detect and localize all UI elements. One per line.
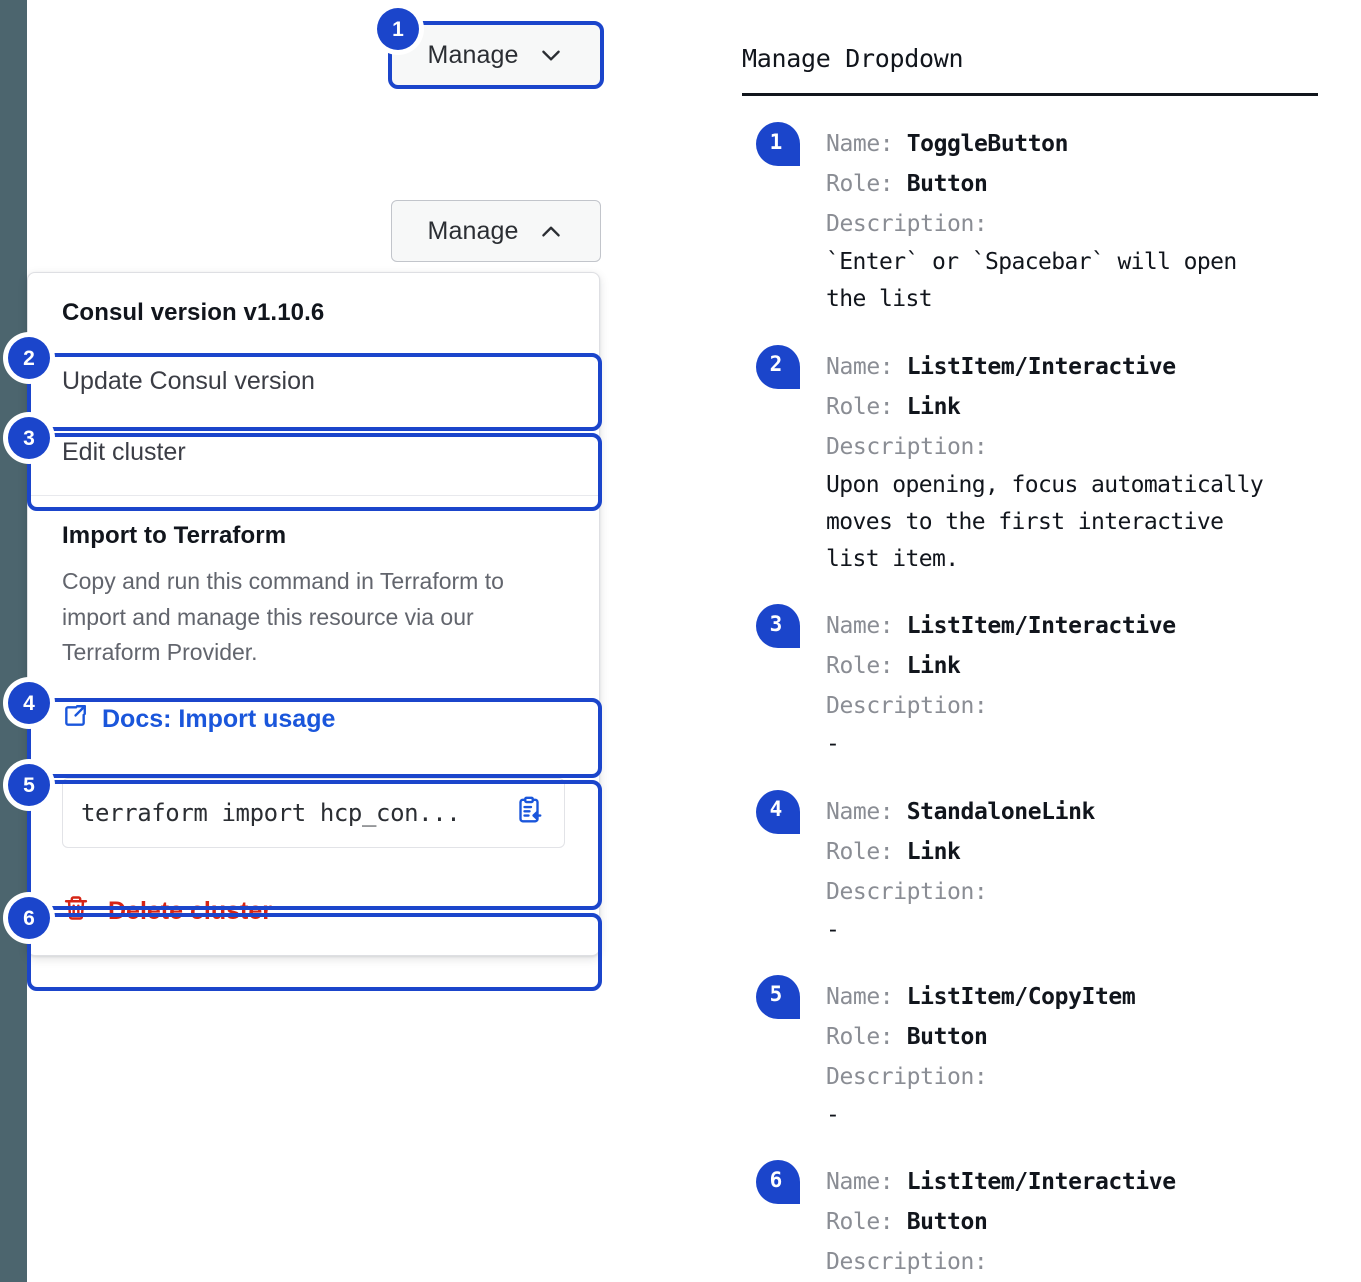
callout-badge-5: 5 (8, 764, 50, 806)
external-link-icon (62, 703, 88, 736)
legend-description-label: Description: (826, 211, 988, 238)
legend-role-value: Link (906, 653, 961, 680)
legend-entry: 6 Name: ListItem/Interactive Role: Butto… (742, 1160, 1342, 1282)
manage-dropdown-panel: Consul version v1.10.6 Update Consul ver… (27, 272, 600, 956)
menu-item-delete-cluster[interactable]: Delete cluster (28, 870, 599, 955)
legend-role-value: Link (906, 838, 961, 865)
legend-description-label: Description: (826, 433, 988, 460)
menu-item-edit-cluster[interactable]: Edit cluster (28, 418, 599, 489)
section-title-import-to-terraform: Import to Terraform (62, 522, 287, 549)
legend-role-label: Role: (826, 1023, 894, 1050)
legend-name-value: ListItem/CopyItem (906, 983, 1136, 1010)
copy-command-row: terraform import hcp_con... (28, 758, 599, 870)
menu-item-label: Update Consul version (62, 367, 315, 395)
legend-description-label: Description: (826, 1063, 988, 1090)
legend-name-label: Name: (826, 131, 894, 157)
component-demo-area: Manage Manage Consul version v1.10.6 Upd… (8, 8, 604, 991)
callout-badge-1: 1 (377, 8, 419, 50)
copy-to-clipboard-icon[interactable] (514, 795, 544, 830)
legend-badge-5: 5 (756, 974, 800, 1019)
legend-description-value: `Enter` or `Spacebar` will open the list (826, 249, 1237, 313)
delete-cluster-label: Delete cluster (108, 896, 272, 925)
page-edge-rail (0, 0, 27, 1282)
legend-entry: 5 Name: ListItem/CopyItem Role: Button D… (742, 974, 1342, 1134)
callout-badge-4: 4 (8, 682, 50, 724)
callout-badge-3: 3 (8, 417, 50, 459)
menu-divider (28, 495, 599, 496)
legend-badge-6: 6 (756, 1160, 800, 1205)
manage-toggle-button-collapsed[interactable]: Manage (388, 21, 604, 89)
legend-description-label: Description: (826, 1249, 988, 1276)
legend-role-value: Link (906, 393, 961, 420)
annotation-legend: Manage Dropdown 1 Name: ToggleButton Rol… (742, 0, 1342, 1282)
trash-icon (62, 894, 90, 929)
legend-role-label: Role: (826, 653, 894, 680)
callout-badge-2: 2 (8, 337, 50, 379)
section-description: Copy and run this command in Terraform t… (62, 568, 504, 666)
docs-link-label: Docs: Import usage (102, 704, 336, 733)
manage-toggle-label: Manage (427, 40, 519, 69)
dropdown-header-consul-version: Consul version v1.10.6 (62, 299, 325, 326)
chevron-up-icon (538, 218, 564, 244)
legend-description-value: - (826, 731, 840, 758)
legend-badge-4: 4 (756, 789, 800, 834)
legend-name-label: Name: (826, 1169, 894, 1196)
legend-entry: 4 Name: StandaloneLink Role: Link Descri… (742, 789, 1342, 949)
legend-role-label: Role: (826, 171, 894, 198)
manage-toggle-label-expanded: Manage (427, 216, 519, 245)
menu-item-docs-import-usage[interactable]: Docs: Import usage (28, 681, 599, 758)
terraform-command-value: terraform import hcp_con... (81, 798, 461, 827)
legend-entry: 3 Name: ListItem/Interactive Role: Link … (742, 604, 1342, 763)
legend-role-value: Button (906, 1209, 988, 1236)
manage-toggle-button-expanded[interactable]: Manage (391, 200, 601, 262)
legend-description-label: Description: (826, 693, 988, 720)
legend-name-value: StandaloneLink (906, 798, 1096, 825)
legend-badge-3: 3 (756, 604, 800, 649)
menu-item-label: Edit cluster (62, 438, 186, 466)
menu-item-update-consul-version[interactable]: Update Consul version (28, 349, 599, 418)
legend-divider (742, 93, 1318, 96)
legend-name-label: Name: (826, 983, 894, 1010)
chevron-down-icon (538, 42, 564, 68)
legend-name-label: Name: (826, 353, 894, 380)
legend-name-label: Name: (826, 613, 894, 640)
legend-role-label: Role: (826, 393, 894, 420)
legend-badge-2: 2 (756, 344, 800, 389)
callout-badge-6: 6 (8, 897, 50, 939)
legend-name-label: Name: (826, 798, 894, 825)
legend-name-value: ListItem/Interactive (906, 613, 1176, 640)
legend-description-value: - (826, 916, 840, 943)
legend-role-value: Button (906, 171, 988, 198)
legend-role-value: Button (906, 1023, 988, 1050)
legend-description-value: Upon opening, focus automatically moves … (826, 471, 1264, 573)
legend-badge-1: 1 (756, 122, 800, 166)
legend-title: Manage Dropdown (742, 44, 964, 73)
legend-name-value: ListItem/Interactive (906, 353, 1176, 380)
legend-role-label: Role: (826, 1209, 894, 1236)
legend-entry: 2 Name: ListItem/Interactive Role: Link … (742, 344, 1342, 579)
copy-command-field[interactable]: terraform import hcp_con... (62, 777, 565, 848)
legend-name-value: ToggleButton (906, 131, 1069, 157)
legend-description-value: - (826, 1101, 840, 1128)
legend-name-value: ListItem/Interactive (906, 1169, 1176, 1196)
legend-description-label: Description: (826, 878, 988, 905)
legend-role-label: Role: (826, 838, 894, 865)
legend-entry: 1 Name: ToggleButton Role: Button Descri… (742, 122, 1342, 319)
